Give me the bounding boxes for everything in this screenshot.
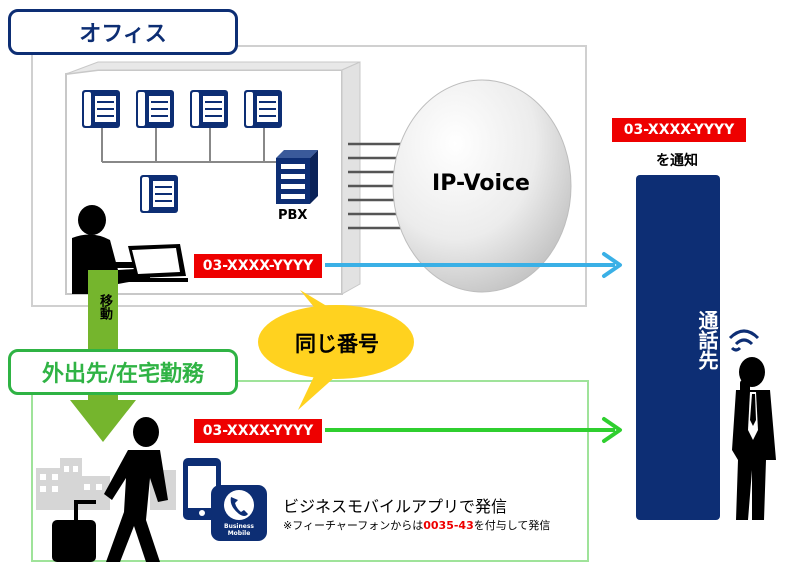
app-icon-caption-line2: Mobile <box>227 530 251 537</box>
notify-label: を通知 <box>656 153 698 169</box>
callee-label: 通話先 <box>695 310 719 370</box>
pbx-server-icon <box>276 150 318 204</box>
phone-wiring <box>101 128 282 163</box>
note-suffix: を付与して発信 <box>473 519 551 532</box>
office-label: オフィス <box>8 9 238 55</box>
app-icon-caption-line1: Business <box>224 523 254 530</box>
pbx-label: PBX <box>278 208 308 223</box>
note-prefix: ※フィーチャーフォンからは <box>283 519 424 532</box>
app-icon-caption: Business Mobile <box>215 523 263 537</box>
business-mobile-app-icon <box>211 485 267 541</box>
office-call-arrow <box>325 252 622 278</box>
office-number-tag: 03-XXXX-YYYY <box>194 254 322 278</box>
remote-number-tag: 03-XXXX-YYYY <box>194 419 322 443</box>
same-number-bubble <box>258 290 414 410</box>
remote-call-arrow <box>325 417 622 443</box>
app-call-text: ビジネスモバイルアプリで発信 <box>283 497 508 516</box>
ip-voice-label: IP-Voice <box>432 171 530 196</box>
callee-panel <box>636 175 720 520</box>
callee-person-icon <box>732 357 776 520</box>
move-label: 移動 <box>97 294 112 320</box>
same-number-label: 同じ番号 <box>295 332 379 356</box>
notify-number-tag: 03-XXXX-YYYY <box>612 118 746 142</box>
feature-phone-note: ※フィーチャーフォンからは0035-43を付与して発信 <box>283 517 550 533</box>
ip-voice-sphere <box>392 79 572 293</box>
note-code: 0035-43 <box>423 519 474 532</box>
remote-label: 外出先/在宅勤務 <box>8 349 238 395</box>
signal-icon <box>728 329 760 352</box>
traveling-worker-icon <box>52 417 168 562</box>
